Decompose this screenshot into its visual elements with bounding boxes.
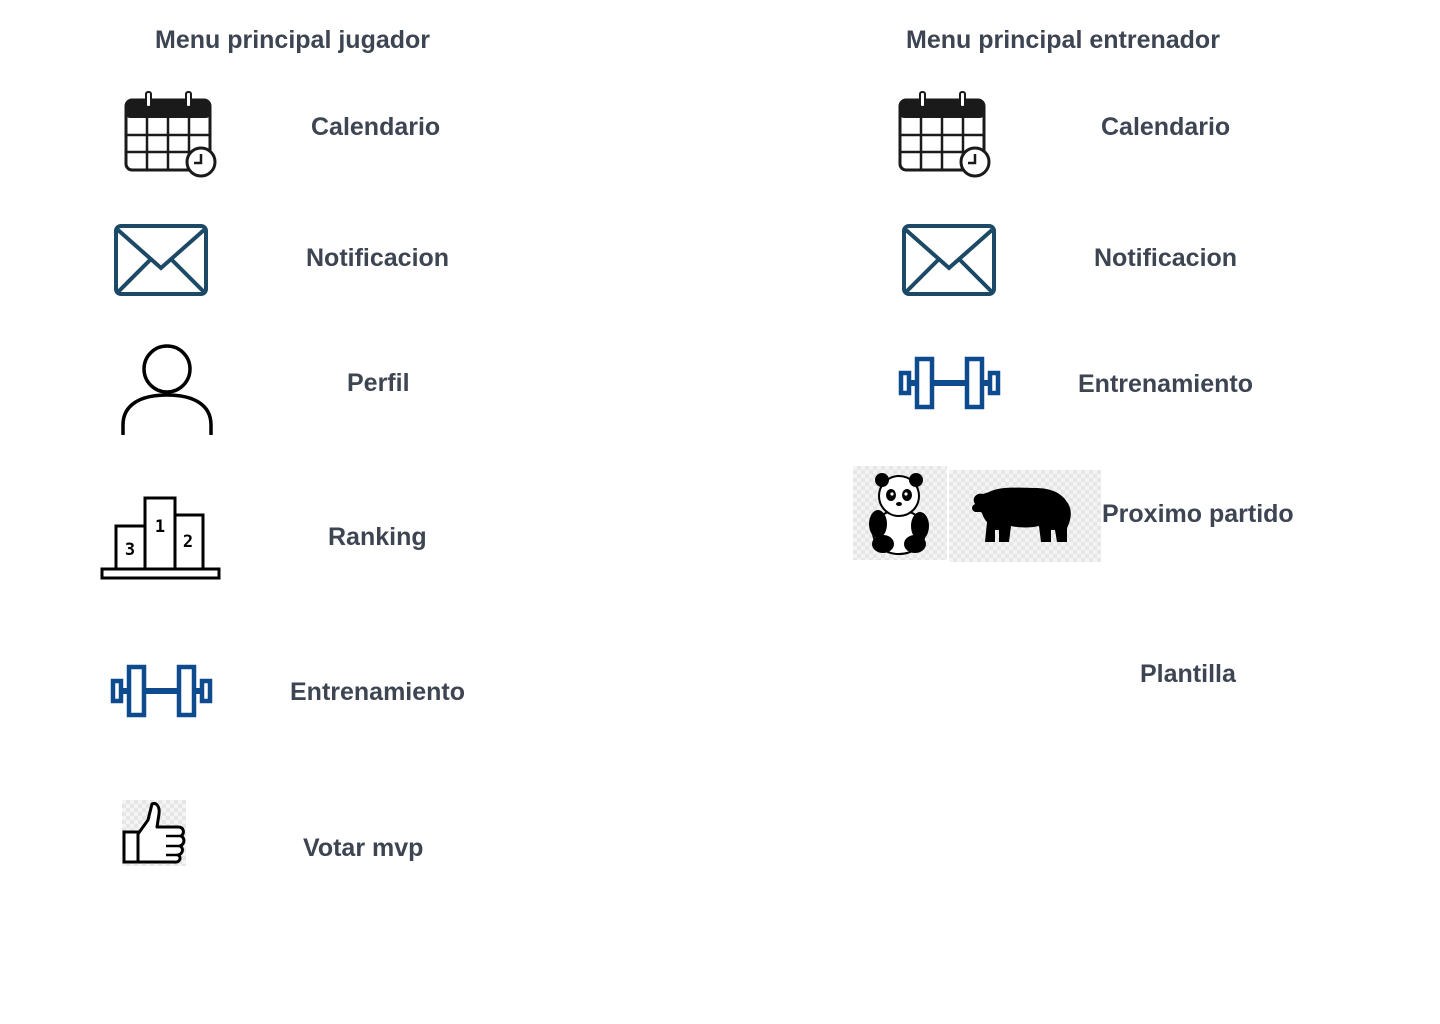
dumbbell-icon bbox=[110, 664, 213, 718]
svg-text:3: 3 bbox=[125, 540, 135, 560]
coach-menu-title: Menu principal entrenador bbox=[906, 26, 1220, 54]
menu-item-label: Plantilla bbox=[1140, 660, 1236, 688]
svg-text:2: 2 bbox=[183, 532, 193, 552]
thumbs-up-icon bbox=[122, 800, 186, 866]
menu-item-ranking[interactable]: 3 1 2 Ranking bbox=[100, 495, 427, 583]
user-icon bbox=[121, 344, 213, 435]
menu-item-proximo-partido[interactable]: Proximo partido bbox=[853, 466, 1303, 564]
menu-item-calendario[interactable]: Calendario bbox=[120, 90, 440, 180]
calendar-icon bbox=[124, 91, 217, 178]
menu-item-label: Notificacion bbox=[1094, 244, 1238, 272]
menu-item-perfil[interactable]: Perfil bbox=[120, 343, 410, 438]
menu-item-notificacion[interactable]: Notificacion bbox=[902, 224, 1237, 296]
dumbbell-icon bbox=[898, 356, 1001, 410]
panda-icon bbox=[853, 466, 947, 560]
menu-item-label: Notificacion bbox=[306, 244, 450, 272]
menu-item-label: Perfil bbox=[347, 369, 410, 397]
menu-item-entrenamiento[interactable]: Entrenamiento bbox=[898, 354, 1253, 412]
menu-item-calendario[interactable]: Calendario bbox=[894, 90, 1230, 180]
menu-item-plantilla[interactable]: Plantilla bbox=[1140, 660, 1250, 694]
menu-item-label: Calendario bbox=[1101, 113, 1231, 141]
player-menu-title: Menu principal jugador bbox=[155, 26, 431, 54]
menu-item-votar-mvp[interactable]: Votar mvp bbox=[122, 800, 423, 866]
menu-item-label: Ranking bbox=[328, 523, 427, 551]
menu-item-label: Calendario bbox=[311, 113, 441, 141]
menu-item-entrenamiento[interactable]: Entrenamiento bbox=[110, 662, 465, 720]
menu-item-label: Proximo partido bbox=[1102, 500, 1294, 528]
menu-item-label: Entrenamiento bbox=[1078, 370, 1254, 398]
menu-item-notificacion[interactable]: Notificacion bbox=[114, 224, 449, 296]
calendar-icon bbox=[898, 91, 991, 178]
menu-item-label: Entrenamiento bbox=[290, 678, 466, 706]
envelope-icon bbox=[902, 224, 996, 296]
bear-icon bbox=[949, 470, 1101, 562]
podium-icon: 3 1 2 bbox=[100, 496, 221, 580]
menu-item-label: Votar mvp bbox=[303, 834, 424, 862]
svg-text:1: 1 bbox=[155, 517, 165, 537]
envelope-icon bbox=[114, 224, 208, 296]
